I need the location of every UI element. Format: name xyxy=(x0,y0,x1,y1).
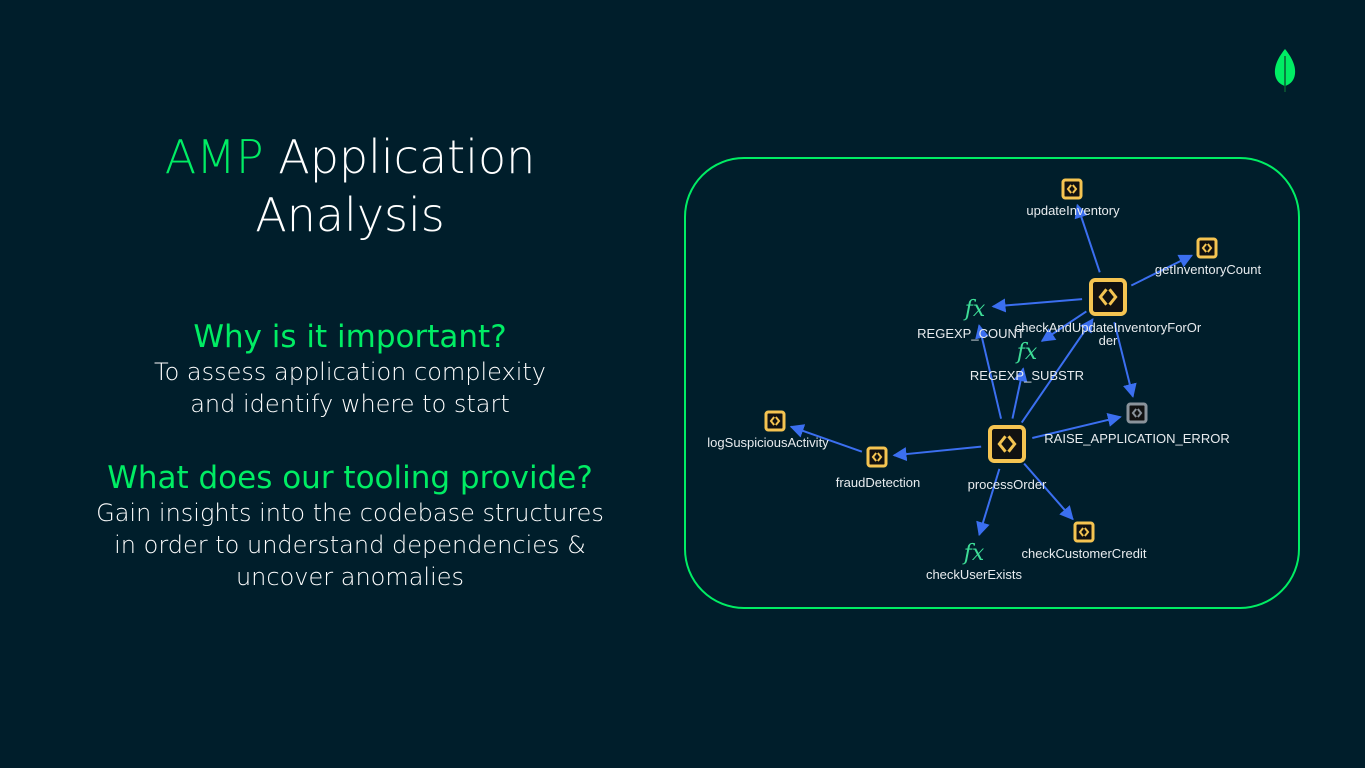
graph-node-logSuspiciousActivity[interactable]: logSuspiciousActivity xyxy=(707,410,829,450)
external-procedure-icon xyxy=(1126,402,1148,424)
node-label: logSuspiciousActivity xyxy=(707,435,829,450)
graph-node-fraudDetection[interactable]: fraudDetection xyxy=(836,446,921,490)
title-line1: Application xyxy=(278,130,536,184)
procedure-icon xyxy=(988,425,1026,463)
section-body-line: Gain insights into the codebase structur… xyxy=(96,499,604,527)
node-label: getInventoryCount xyxy=(1155,262,1262,277)
node-label: fraudDetection xyxy=(836,475,921,490)
dependency-graph-frame xyxy=(684,157,1300,609)
edge-checkAndUpdateInventoryForOrder-REGEXP_SUBSTR xyxy=(1040,310,1087,342)
section-importance: Why is it important? To assess applicati… xyxy=(60,318,640,420)
procedure-icon xyxy=(866,446,888,468)
function-icon: fx xyxy=(1015,340,1038,365)
edge-processOrder-REGEXP_SUBSTR xyxy=(1011,367,1028,419)
node-label: updateInventory xyxy=(1026,203,1120,218)
section-body-line: and identify where to start xyxy=(190,390,510,418)
procedure-icon xyxy=(1089,278,1127,316)
edge-processOrder-REGEXP_COUNT xyxy=(975,324,1003,419)
function-icon: fx xyxy=(963,297,986,322)
node-label: REGEXP_SUBSTR xyxy=(970,368,1084,383)
node-label: RAISE_APPLICATION_ERROR xyxy=(1044,431,1229,446)
procedure-icon xyxy=(1196,237,1218,259)
graph-node-RAISE_APPLICATION_ERROR[interactable]: RAISE_APPLICATION_ERROR xyxy=(1044,402,1230,446)
edge-processOrder-fraudDetection xyxy=(892,445,982,462)
mongodb-leaf-icon xyxy=(1274,49,1296,92)
edge-processOrder-checkAndUpdateInventoryForOrder xyxy=(1020,318,1094,424)
section-body-line: To assess application complexity xyxy=(153,358,546,386)
node-label: checkUserExists xyxy=(926,567,1023,582)
section-tooling: What does our tooling provide? Gain insi… xyxy=(60,459,640,593)
node-label: processOrder xyxy=(968,477,1047,492)
graph-node-getInventoryCount[interactable]: getInventoryCount xyxy=(1155,237,1262,277)
section-heading: Why is it important? xyxy=(193,319,507,355)
edge-checkAndUpdateInventoryForOrder-RAISE_APPLICATION_ERROR xyxy=(1113,321,1137,398)
procedure-icon xyxy=(1061,178,1083,200)
section-heading: What does our tooling provide? xyxy=(107,460,593,496)
edge-checkAndUpdateInventoryForOrder-getInventoryCount xyxy=(1130,254,1194,287)
node-label-continued: der xyxy=(1099,333,1118,348)
slide-title: AMP Application Analysis xyxy=(80,128,620,244)
title-accent: AMP xyxy=(164,130,264,184)
title-line2: Analysis xyxy=(255,188,445,242)
edge-processOrder-RAISE_APPLICATION_ERROR xyxy=(1032,413,1122,439)
graph-node-updateInventory[interactable]: updateInventory xyxy=(1026,178,1120,218)
edge-checkAndUpdateInventoryForOrder-updateInventory xyxy=(1074,203,1101,273)
function-icon: fx xyxy=(962,541,985,566)
edge-fraudDetection-logSuspiciousActivity xyxy=(789,424,863,453)
graph-node-processOrder[interactable]: processOrder xyxy=(968,425,1047,492)
node-label: checkCustomerCredit xyxy=(1022,546,1147,561)
node-label: checkAndUpdateInventoryForOr xyxy=(1015,320,1202,335)
node-label: REGEXP_COUNT xyxy=(917,326,1025,341)
edge-processOrder-checkUserExists xyxy=(976,468,1001,537)
graph-node-checkCustomerCredit[interactable]: checkCustomerCredit xyxy=(1022,521,1147,561)
edge-processOrder-checkCustomerCredit xyxy=(1023,462,1074,521)
section-body-line: in order to understand dependencies & xyxy=(114,531,586,559)
procedure-icon xyxy=(1073,521,1095,543)
section-body-line: uncover anomalies xyxy=(235,563,465,591)
edge-checkAndUpdateInventoryForOrder-REGEXP_COUNT xyxy=(991,298,1083,313)
procedure-icon xyxy=(764,410,786,432)
